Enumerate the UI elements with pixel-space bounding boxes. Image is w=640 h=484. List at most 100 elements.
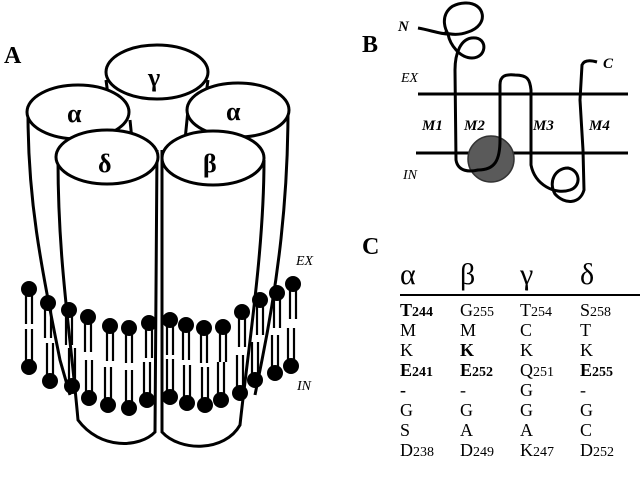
residue-letter: D <box>580 440 593 460</box>
residue-number: 252 <box>593 445 614 460</box>
residue-number: 258 <box>590 305 612 320</box>
residue-letter: S <box>400 420 411 440</box>
residue-cell: C <box>580 420 640 440</box>
lipid-head-inner <box>64 378 80 394</box>
highlight-circle <box>467 135 515 183</box>
residue-letter: S <box>580 300 591 320</box>
residue-cell: D249 <box>460 440 520 460</box>
residue-cell: T244 <box>400 300 460 320</box>
lipid-head-outer <box>61 302 77 318</box>
alpha-left-label: α <box>67 99 82 128</box>
residue-cell: E241 <box>400 360 460 380</box>
lipid-head-inner <box>232 385 248 401</box>
header-gamma: γ <box>520 258 534 291</box>
residue-cell: G255 <box>460 300 520 320</box>
residue-cell: M <box>400 320 460 340</box>
residue-letter: D <box>460 440 473 460</box>
panel-b-ex-label: EX <box>400 71 419 86</box>
residue-cell: G <box>580 400 640 420</box>
residue-letter: M <box>400 320 417 340</box>
residue-cell: K247 <box>520 440 580 460</box>
residue-cell: Q251 <box>520 360 580 380</box>
residue-cell: G <box>460 400 520 420</box>
residue-cell: S258 <box>580 300 640 320</box>
residue-number: 255 <box>473 305 494 320</box>
delta-cylinder-top <box>54 128 160 186</box>
residue-letter: K <box>400 340 413 360</box>
residue-cell: A <box>520 420 580 440</box>
residue-cell: - <box>460 380 520 400</box>
residue-letter: D <box>400 440 413 460</box>
lipid-head-inner <box>179 395 195 411</box>
residue-letter: - <box>580 380 586 400</box>
residue-cell: T254 <box>520 300 580 320</box>
lipid-head-outer <box>269 285 285 301</box>
residue-letter: T <box>580 320 591 340</box>
residue-cell: - <box>400 380 460 400</box>
residue-letter: K <box>580 340 593 360</box>
panel-b-in-label: IN <box>402 168 418 183</box>
panel-a-ex-label: EX <box>295 254 314 269</box>
beta-cylinder-top <box>160 129 266 187</box>
header-beta: β <box>460 258 476 291</box>
lipid-bilayer <box>21 276 301 416</box>
residue-letter: A <box>460 420 473 440</box>
residue-letter: A <box>520 420 533 440</box>
table-row: --G- <box>400 380 640 400</box>
lipid-head-inner <box>81 390 97 406</box>
residue-letter: K <box>520 440 533 460</box>
residue-number: 249 <box>473 445 494 460</box>
lipid-head-outer <box>80 309 96 325</box>
lipid-head-outer <box>252 292 268 308</box>
residue-cell: E255 <box>580 360 640 380</box>
residue-letter: K <box>460 340 475 360</box>
table-header-row: α β γ δ <box>400 254 640 296</box>
residue-cell: E252 <box>460 360 520 380</box>
residue-number: 238 <box>413 445 434 460</box>
residue-number: 244 <box>412 305 434 320</box>
segment-m4-label: M4 <box>588 118 610 134</box>
residue-letter: E <box>400 360 413 380</box>
lipid-head-inner <box>247 372 263 388</box>
residue-cell: - <box>580 380 640 400</box>
residue-cell: D252 <box>580 440 640 460</box>
header-alpha: α <box>400 258 416 291</box>
residue-cell: S <box>400 420 460 440</box>
residue-cell: K <box>460 340 520 360</box>
beta-label: β <box>203 149 217 178</box>
lipid-head-outer <box>121 320 137 336</box>
c-terminus-label: C <box>603 56 614 72</box>
residue-cell: A <box>460 420 520 440</box>
residue-letter: C <box>520 320 533 340</box>
residue-cell: C <box>520 320 580 340</box>
residue-letter: T <box>400 300 413 320</box>
lipid-head-outer <box>285 276 301 292</box>
lipid-head-outer <box>196 320 212 336</box>
residue-letter: - <box>460 380 466 400</box>
lipid-head-inner <box>267 365 283 381</box>
residue-letter: K <box>520 340 533 360</box>
residue-cell: T <box>580 320 640 340</box>
lipid-head-outer <box>234 304 250 320</box>
residue-letter: Q <box>520 360 533 380</box>
n-terminus-label: N <box>397 19 410 35</box>
residue-number: 255 <box>592 365 614 380</box>
residue-number: 251 <box>533 365 554 380</box>
panel-c-label: C <box>362 234 379 260</box>
lipid-head-inner <box>21 359 37 375</box>
residue-letter: E <box>460 360 473 380</box>
gamma-label: γ <box>147 63 160 92</box>
residue-letter: G <box>400 400 413 420</box>
residue-number: 252 <box>472 365 494 380</box>
lipid-head-outer <box>215 319 231 335</box>
lipid-head-outer <box>141 315 157 331</box>
lipid-head-inner <box>283 358 299 374</box>
segment-m3-label: M3 <box>532 118 554 134</box>
lipid-head-outer <box>102 318 118 334</box>
